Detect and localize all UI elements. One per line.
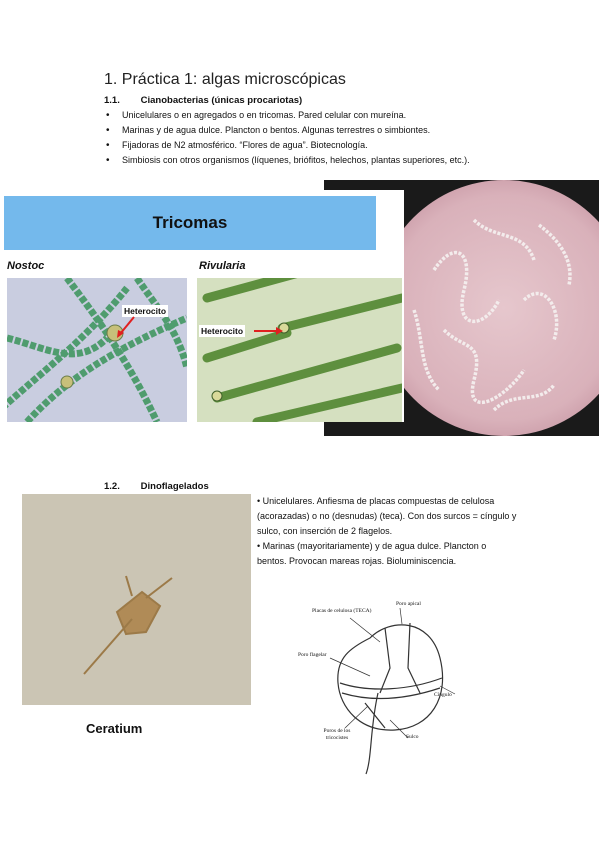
arrow-icon [117,330,124,338]
diagram-label-poro-flagelar: Poro flagelar [298,652,327,658]
section-number: 1.1. [104,95,120,106]
diagram-label-poro-apical: Poro apical [396,601,421,607]
list-item: Fijadoras de N2 atmosférico. “Flores de … [104,138,524,153]
rivularia-photo [197,278,402,422]
diagram-label-sulco: Sulco [406,734,419,740]
nostoc-label: Nostoc [7,260,45,272]
paragraph: • Unicelulares. Anfiesma de placas compu… [257,496,517,536]
section-heading-cianobacterias: 1.1. Cianobacterias (únicas procariotas) [104,95,302,106]
nostoc-photo [7,278,187,422]
dinoflagellate-diagram: Placas de celulosa (TECA) Poro apical Po… [290,598,470,776]
tricomas-banner: Tricomas [4,196,376,250]
cianobacterias-list: Unicelulares o en agregados o en tricoma… [104,108,524,168]
arrow-icon [276,327,283,335]
diagram-label-placas: Placas de celulosa (TECA) [312,608,372,614]
arrow-icon [119,316,135,335]
rivularia-label: Rivularia [199,260,246,272]
diagram-label-poros-tricocistes: Poros de los tricocistes [323,728,351,741]
heterocito-label-rivularia: Heterocito [199,325,246,337]
section-title: Dinoflagelados [140,481,209,492]
page-title: 1. Práctica 1: algas microscópicas [104,71,346,88]
section-title: Cianobacterias (únicas procariotas) [140,95,303,106]
list-item: Simbiosis con otros organismos (líquenes… [104,153,524,168]
heterocito-label-nostoc: Heterocito [122,305,169,317]
arrows-overlay [117,316,283,338]
list-item: Marinas y de agua dulce. Plancton o bent… [104,123,524,138]
tricomas-figure: Tricomas Nostoc Rivularia Heterocito [0,190,404,422]
section-heading-dinoflagelados: 1.2. Dinoflagelados [104,481,209,492]
paragraph: • Marinas (mayoritariamente) y de agua d… [257,541,487,566]
list-item: Unicelulares o en agregados o en tricoma… [104,108,524,123]
section-number: 1.2. [104,481,120,492]
ceratium-photo [22,494,251,705]
dinoflagelados-text: • Unicelulares. Anfiesma de placas compu… [257,494,517,569]
diagram-label-cingulo: Cíngulo [434,692,452,698]
ceratium-caption: Ceratium [86,721,143,736]
